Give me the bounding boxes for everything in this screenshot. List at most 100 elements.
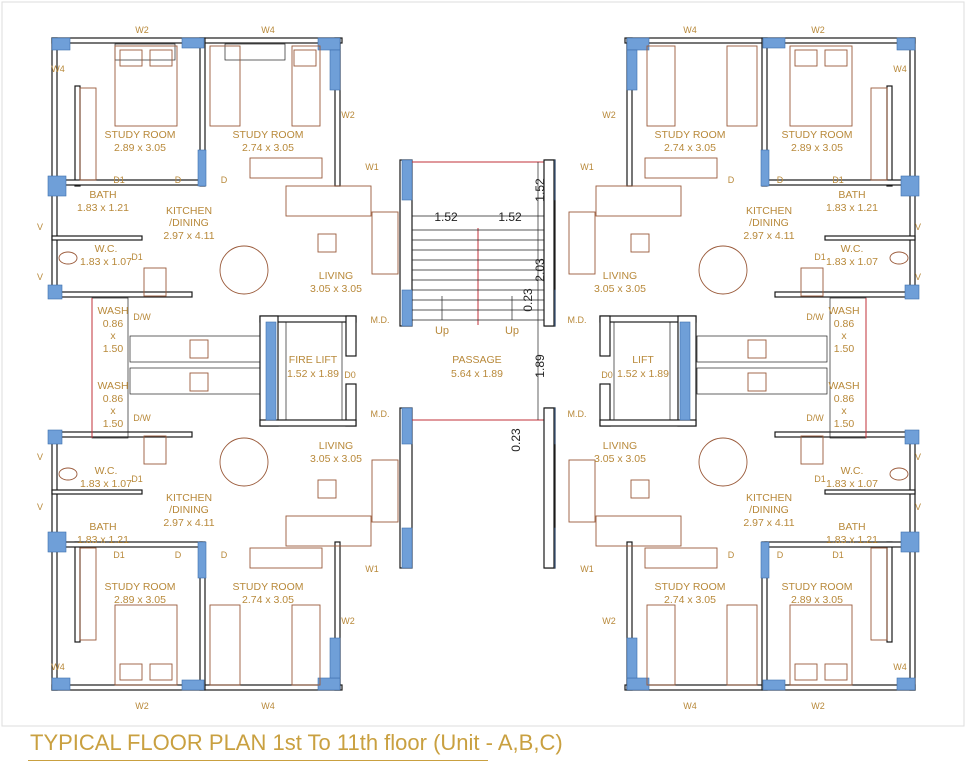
room-name: STUDY ROOM [655, 581, 726, 593]
core [91, 297, 867, 439]
coffee-table [630, 479, 650, 499]
up-label: Up [505, 325, 519, 337]
room-size: 1.50 [834, 343, 855, 355]
coffee-table [317, 479, 337, 499]
bed [789, 45, 853, 127]
room-size: 0.86 [834, 393, 855, 405]
door-tag: D [728, 175, 735, 185]
bed [646, 604, 676, 686]
door-tag: D1 [131, 474, 143, 484]
left-upper-unit [47, 37, 413, 327]
wardrobe [249, 547, 323, 569]
window-glazing [762, 37, 786, 49]
bed [291, 45, 321, 127]
hob [747, 372, 767, 392]
pillow [824, 663, 848, 681]
room-name: LIVING [319, 440, 353, 452]
room-size: 0.86 [103, 318, 124, 330]
door-tag: M.D. [371, 409, 390, 419]
sofa [371, 459, 399, 523]
door-tag: D1 [113, 550, 125, 560]
room-name: STUDY ROOM [105, 581, 176, 593]
room-size: 2.89 x 3.05 [114, 594, 166, 606]
sofa [285, 185, 372, 217]
wall [51, 37, 58, 297]
room-size: 1.52 x 1.89 [287, 368, 339, 380]
bed [114, 604, 178, 686]
room-size: x [110, 330, 116, 342]
lift-shaft-wall [679, 321, 691, 421]
wall [51, 431, 58, 691]
pillow [824, 49, 848, 67]
window-glazing [401, 527, 413, 569]
window-tag: W2 [135, 25, 149, 35]
room-size: 2.89 x 3.05 [791, 594, 843, 606]
pillow [794, 49, 818, 67]
wall [909, 431, 916, 691]
window-glazing [760, 149, 770, 187]
room-name: LIVING [319, 270, 353, 282]
door-tag: D1 [832, 175, 844, 185]
room-name: W.C. [841, 465, 864, 477]
window-glazing [762, 679, 786, 691]
wall [74, 85, 81, 187]
window-glazing [329, 637, 341, 679]
coffee-table [317, 233, 337, 253]
wardrobe [644, 547, 718, 569]
window-tag: W1 [365, 162, 379, 172]
lift-car [285, 321, 343, 421]
room-size: 1.83 x 1.21 [77, 534, 129, 546]
vent-tag: V [915, 452, 921, 462]
room-name: PASSAGE [452, 354, 501, 366]
room-size: 1.50 [103, 418, 124, 430]
dining-table [219, 437, 269, 487]
bed [726, 45, 758, 127]
up-label: Up [435, 325, 449, 337]
dimension-text: 2.03 [533, 258, 547, 282]
window-glazing [626, 37, 650, 51]
door-tag: M.D. [568, 409, 587, 419]
plan-title: TYPICAL FLOOR PLAN 1st To 11th floor (Un… [30, 730, 563, 755]
window-glazing [626, 677, 650, 691]
room-name: LIVING [603, 440, 637, 452]
bed [789, 604, 853, 686]
dimension-text: 1.52 [533, 178, 547, 202]
window-tag: W1 [580, 162, 594, 172]
stair-dimensions: 1.52 1.52 1.52 2.03 0.23 1.89 0.23 Up Up [434, 178, 547, 452]
room-size: 2.97 x 4.11 [163, 230, 214, 242]
title-underline [28, 760, 488, 761]
wardrobe [249, 157, 323, 179]
window-glazing [401, 407, 413, 445]
vent-tag: V [37, 502, 43, 512]
window-tag: W2 [602, 110, 616, 120]
door-tag: M.D. [371, 315, 390, 325]
window-tag: W4 [51, 662, 65, 672]
door-tag: D1 [832, 550, 844, 560]
lift-shaft-wall [265, 321, 277, 421]
dimension-text: 1.89 [533, 354, 547, 378]
sofa [595, 185, 682, 217]
wardrobe [79, 87, 97, 181]
room-name: LIFT [632, 354, 654, 366]
room-name: W.C. [95, 243, 118, 255]
bed [291, 604, 321, 686]
vent-tag: V [37, 452, 43, 462]
door-tag: D [221, 175, 228, 185]
sofa [595, 515, 682, 547]
wall [51, 291, 193, 298]
door-tag: D/W [806, 413, 824, 423]
wall [543, 159, 555, 327]
room-labels: STUDY ROOM 2.89 x 3.05 STUDY ROOM 2.74 x… [77, 129, 878, 606]
door-tag: D0 [344, 370, 356, 380]
room-name: STUDY ROOM [782, 129, 853, 141]
room-size: 0.86 [834, 318, 855, 330]
sofa [285, 515, 372, 547]
room-name: BATH [89, 521, 116, 533]
coffee-table [630, 233, 650, 253]
vent-tag: V [37, 222, 43, 232]
window-tag: W1 [580, 564, 594, 574]
room-size: 2.97 x 4.11 [743, 230, 794, 242]
room-size: 1.52 x 1.89 [617, 368, 669, 380]
window-tag: W4 [683, 25, 697, 35]
